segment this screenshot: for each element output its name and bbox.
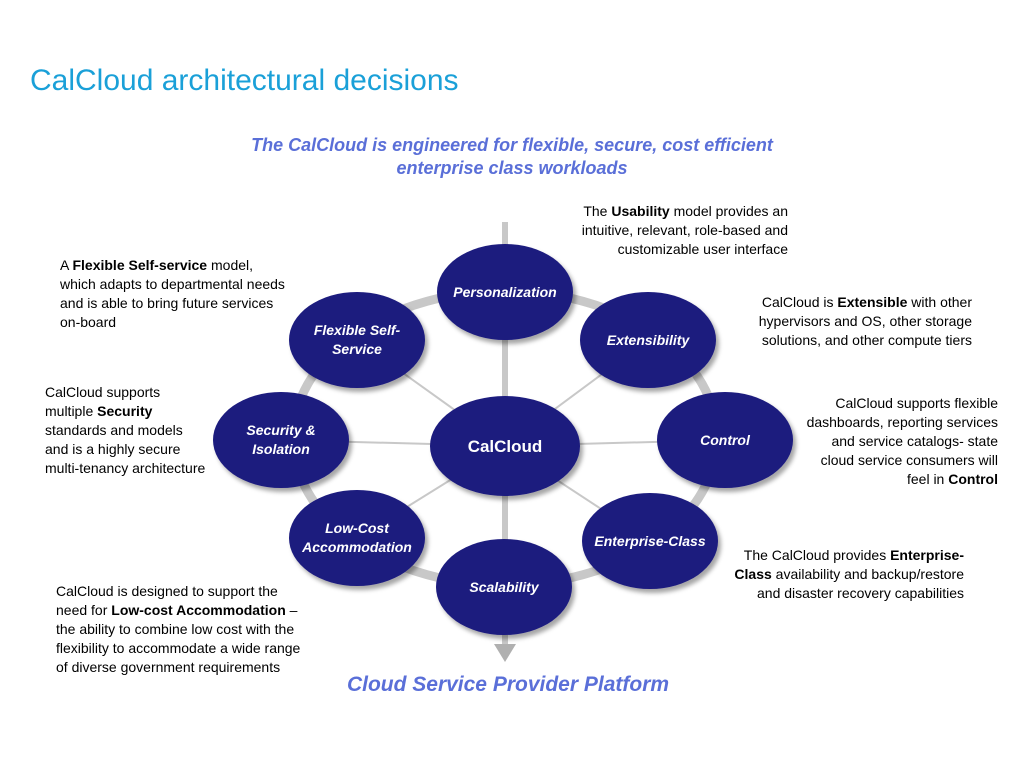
extensible-desc-bold: Extensible <box>837 294 908 310</box>
usability-description: The Usability model provides an intuitiv… <box>548 202 788 259</box>
node-label-low-cost-accommodation: Low-Cost Accommodation <box>302 520 412 555</box>
node-label-extensibility: Extensibility <box>606 331 690 348</box>
extensible-desc-post: with other hypervisors and OS, other sto… <box>758 294 972 348</box>
node-extensibility <box>580 292 716 388</box>
control-desc-bold: Control <box>948 471 998 487</box>
flexible-desc-pre: A <box>60 257 73 273</box>
down-arrow-icon <box>494 644 516 662</box>
node-control <box>657 392 793 488</box>
page-subtitle: The CalCloud is engineered for flexible,… <box>251 135 773 178</box>
node-center <box>430 396 580 496</box>
node-enterprise-class <box>582 493 718 589</box>
node-security-isolation <box>213 392 349 488</box>
node-label-enterprise-class: Enterprise-Class <box>594 532 706 549</box>
enterprise-desc-post: availability and backup/restore and disa… <box>757 566 964 601</box>
platform-footer: Cloud Service Provider Platform <box>346 673 670 696</box>
center-node-label: CalCloud <box>467 436 543 456</box>
control-desc-pre: CalCloud supports flexible dashboards, r… <box>806 395 998 487</box>
node-flexible-self-service <box>289 292 425 388</box>
usability-desc-pre: The <box>583 203 612 219</box>
flexible-desc-post: model, which adapts to departmental need… <box>60 257 285 330</box>
enterprise-description: The CalCloud provides Enterprise-Class a… <box>730 546 964 603</box>
extensible-desc-pre: CalCloud is <box>761 294 838 310</box>
lowcost-desc-bold: Low-cost Accommodation <box>111 602 286 618</box>
extensible-description: CalCloud is Extensible with other hyperv… <box>728 293 972 350</box>
node-label-control: Control <box>700 431 750 448</box>
node-low-cost-accommodation <box>289 490 425 586</box>
enterprise-desc-pre: The CalCloud provides <box>743 547 891 563</box>
node-scalability <box>436 539 572 635</box>
page-title: CalCloud architectural decisions <box>30 64 459 97</box>
node-label-scalability: Scalability <box>469 578 539 595</box>
lowcost-desc-post: – the ability to combine low cost with t… <box>56 602 301 675</box>
usability-desc-post: model provides an intuitive, relevant, r… <box>581 203 788 257</box>
flexible-description: A Flexible Self-service model, which ada… <box>60 256 288 332</box>
security-desc-pre: CalCloud supports multiple <box>45 384 161 419</box>
lowcost-description: CalCloud is designed to support the need… <box>56 582 308 677</box>
flexible-desc-bold: Flexible Self-service <box>72 257 208 273</box>
node-label-personalization: Personalization <box>453 283 557 300</box>
usability-desc-bold: Usability <box>611 203 670 219</box>
node-personalization <box>437 244 573 340</box>
node-label-flexible-self-service: Flexible Self-Service <box>313 322 401 357</box>
node-group <box>213 244 793 635</box>
security-description: CalCloud supports multiple Security stan… <box>45 383 207 478</box>
control-description: CalCloud supports flexible dashboards, r… <box>806 394 998 489</box>
security-desc-post: standards and models and is a highly sec… <box>45 422 206 476</box>
lowcost-desc-pre: CalCloud is designed to support the need… <box>56 583 278 618</box>
security-desc-bold: Security <box>97 403 153 419</box>
enterprise-desc-bold: Enterprise-Class <box>734 547 964 582</box>
node-label-security-isolation: Security & Isolation <box>246 422 316 457</box>
